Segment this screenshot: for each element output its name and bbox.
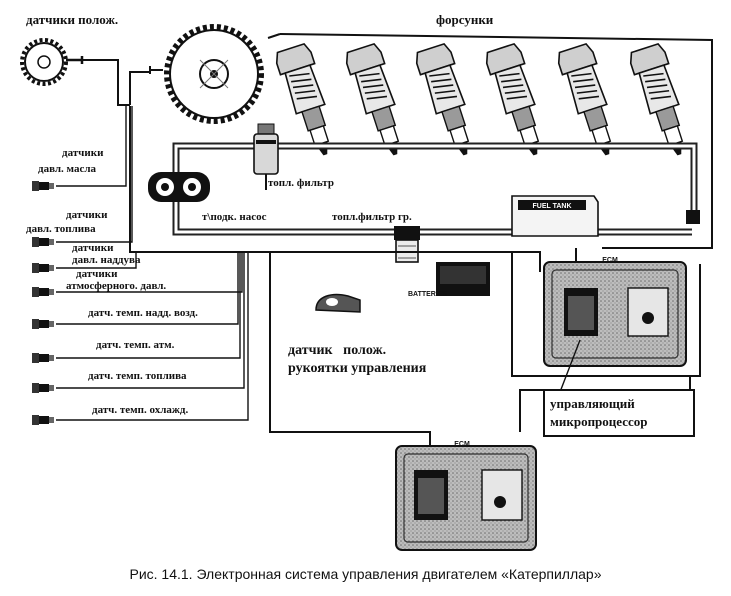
throttle-sensor-icon [315, 293, 361, 313]
engine-control-diagram: FUEL TANK BATTERIES [20, 12, 713, 551]
boost-air-temp-label: датч. темп. надд. возд. [88, 307, 198, 319]
fuel-pressure-sensor-icon [32, 237, 54, 247]
ecm-lower: ECM [395, 441, 537, 551]
fuel-tank-label: FUEL TANK [532, 203, 571, 210]
figure-caption: Рис. 14.1. Электронная система управлени… [129, 566, 602, 582]
mcu-label-2: микропроцессор [550, 414, 647, 429]
ecm-upper-label: ECM [602, 257, 618, 264]
position-sensor-gear-icon [20, 38, 84, 86]
atm-temp-sensor-icon [32, 353, 54, 363]
coolant-temp-sensor-icon [32, 415, 54, 425]
fuel-pressure-label-2: давл. топлива [26, 223, 96, 235]
boost-label-2: давл. наддува [72, 254, 141, 266]
batteries-icon: BATTERIES [408, 262, 490, 298]
coarse-filter-label: топл.фильтр гр. [332, 211, 412, 223]
oil-pressure-sensor-icon [32, 181, 54, 191]
throttle-sensor-label-2: рукоятки управления [288, 361, 427, 376]
ecm-lower-label: ECM [454, 441, 470, 448]
mcu-label-1: управляющий [550, 396, 635, 411]
boost-air-temp-sensor-icon [32, 319, 54, 329]
oil-pressure-label-2: давл. масла [38, 163, 97, 175]
fuel-filter-label: топл. фильтр [268, 177, 334, 189]
transfer-pump-icon [148, 172, 210, 202]
throttle-sensor-label-1: датчик полож. [288, 343, 386, 358]
injectors-label: форсунки [436, 12, 494, 27]
fuel-filter-icon [253, 123, 279, 190]
oil-pressure-label-1: датчики [62, 147, 104, 159]
mcu-callout-box [543, 389, 695, 437]
coarse-fuel-filter-icon [394, 226, 420, 263]
atm-label-2: атмосферного. давл. [66, 280, 166, 292]
transfer-pump-label: т\подк. насос [202, 211, 267, 223]
atm-label-1: датчики [76, 268, 118, 280]
coolant-temp-label: датч. темп. охлажд. [92, 404, 188, 416]
camshaft-gear-icon [164, 24, 264, 124]
ecm-upper: ECM [543, 257, 687, 367]
fuel-temp-label: датч. темп. топлива [88, 370, 187, 382]
batteries-label: BATTERIES [408, 291, 447, 298]
fuel-temp-sensor-icon [32, 383, 54, 393]
fuel-rail [172, 142, 698, 214]
fuel-tank-icon: FUEL TANK [511, 195, 700, 237]
fuel-pressure-label-1: датчики [66, 209, 108, 221]
atm-temp-label: датч. темп. атм. [96, 339, 175, 351]
atm-pressure-sensor-icon [32, 287, 54, 297]
boost-label-1: датчики [72, 242, 114, 254]
boost-pressure-sensor-icon [32, 263, 54, 273]
position-sensors-label: датчики полож. [26, 12, 118, 27]
